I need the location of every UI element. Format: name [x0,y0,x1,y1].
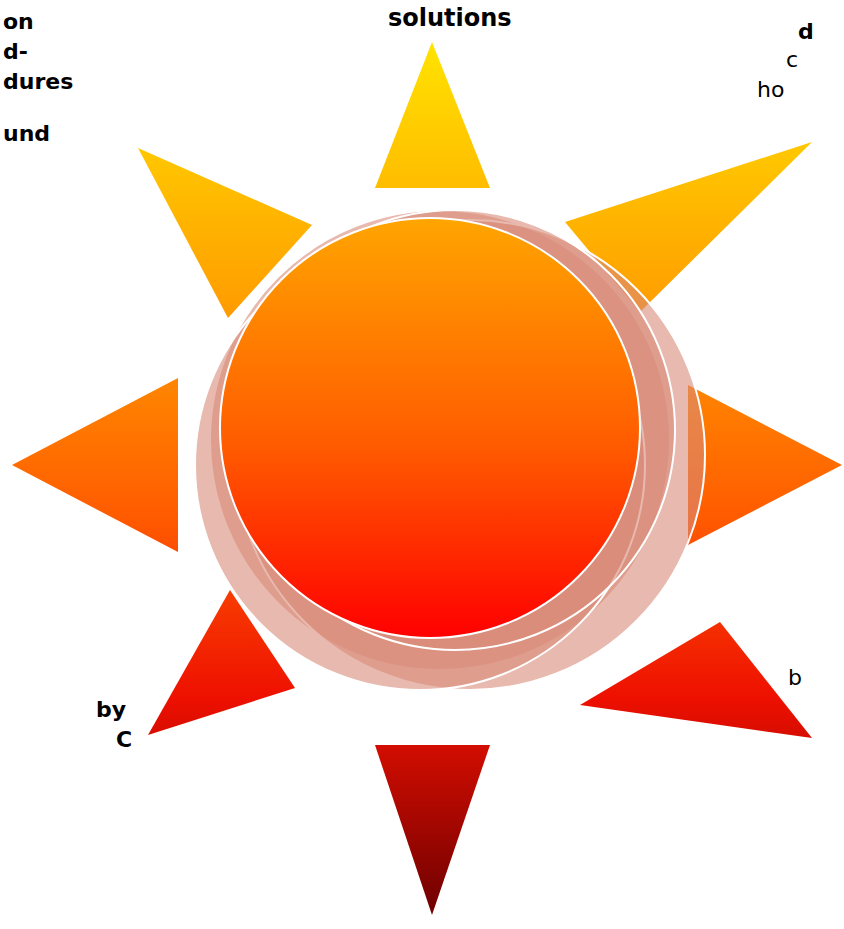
ray-label: ho [757,76,784,104]
ray-label: c [786,46,798,74]
halo-rings [195,210,705,690]
ray-label: und [3,120,50,148]
ray-label: d [798,18,814,46]
ray-label: on [3,8,34,36]
ray-label: solutions [388,4,512,32]
ray-label: C [116,726,132,754]
ray-label: by [96,696,126,724]
ray-label: d- [3,38,28,66]
ray-label: dures [3,68,73,96]
ray-label: b [788,664,802,692]
sun-core [220,218,640,638]
sun-rays [12,42,842,915]
